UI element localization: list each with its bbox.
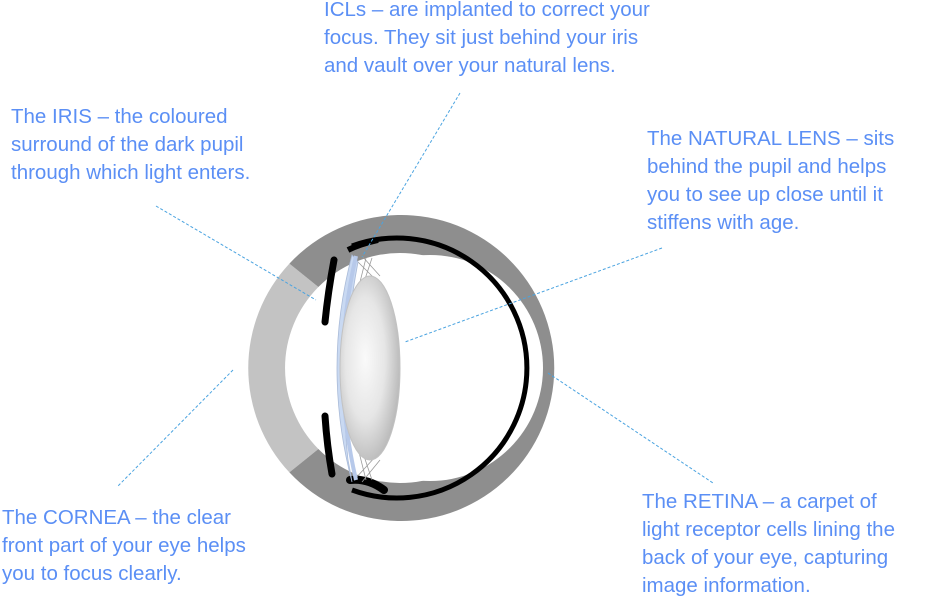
label-icl-line: ICLs – are implanted to correct your [324,0,650,21]
leader-line-cornea [117,369,234,487]
retina-top-end [346,237,379,253]
label-cornea-line: front part of your eye helps [2,534,246,557]
label-retina-line: The RETINA – a carpet of [642,490,877,513]
label-icl: ICLs – are implanted to correct your foc… [324,0,650,80]
label-retina: The RETINA – a carpet of light receptor … [642,488,895,600]
leader-line-lens [404,247,663,343]
label-cornea-line: you to focus clearly. [2,562,182,585]
leader-line-icl [361,92,461,258]
label-retina-line: light receptor cells lining the [642,518,895,541]
label-natural-lens-line: you to see up close until it [647,183,883,206]
label-retina-line: back of your eye, capturing [642,546,889,569]
leader-line-retina [547,372,714,484]
label-cornea: The CORNEA – the clear front part of you… [2,504,246,588]
label-natural-lens-line: stiffens with age. [647,211,800,234]
label-iris-line: surround of the dark pupil [11,133,244,156]
iris-upper [321,256,338,326]
label-natural-lens-line: behind the pupil and helps [647,155,887,178]
label-icl-line: focus. They sit just behind your iris [324,26,639,49]
iris-lower [321,412,336,478]
label-iris-line: The IRIS – the coloured [11,105,228,128]
label-retina-line: image information. [642,574,811,597]
cornea [248,263,319,473]
leader-lines [117,92,714,487]
retina [351,235,530,501]
label-natural-lens-line: The NATURAL LENS – sits [647,127,895,150]
label-cornea-line: The CORNEA – the clear [2,506,232,529]
retina-bottom-end [346,475,388,494]
leader-line-iris [155,205,317,301]
label-iris: The IRIS – the coloured surround of the … [11,103,250,187]
label-iris-line: through which light enters. [11,161,251,184]
label-icl-line: and vault over your natural lens. [324,54,616,77]
natural-lens [339,275,401,461]
label-natural-lens: The NATURAL LENS – sits behind the pupil… [647,125,894,237]
